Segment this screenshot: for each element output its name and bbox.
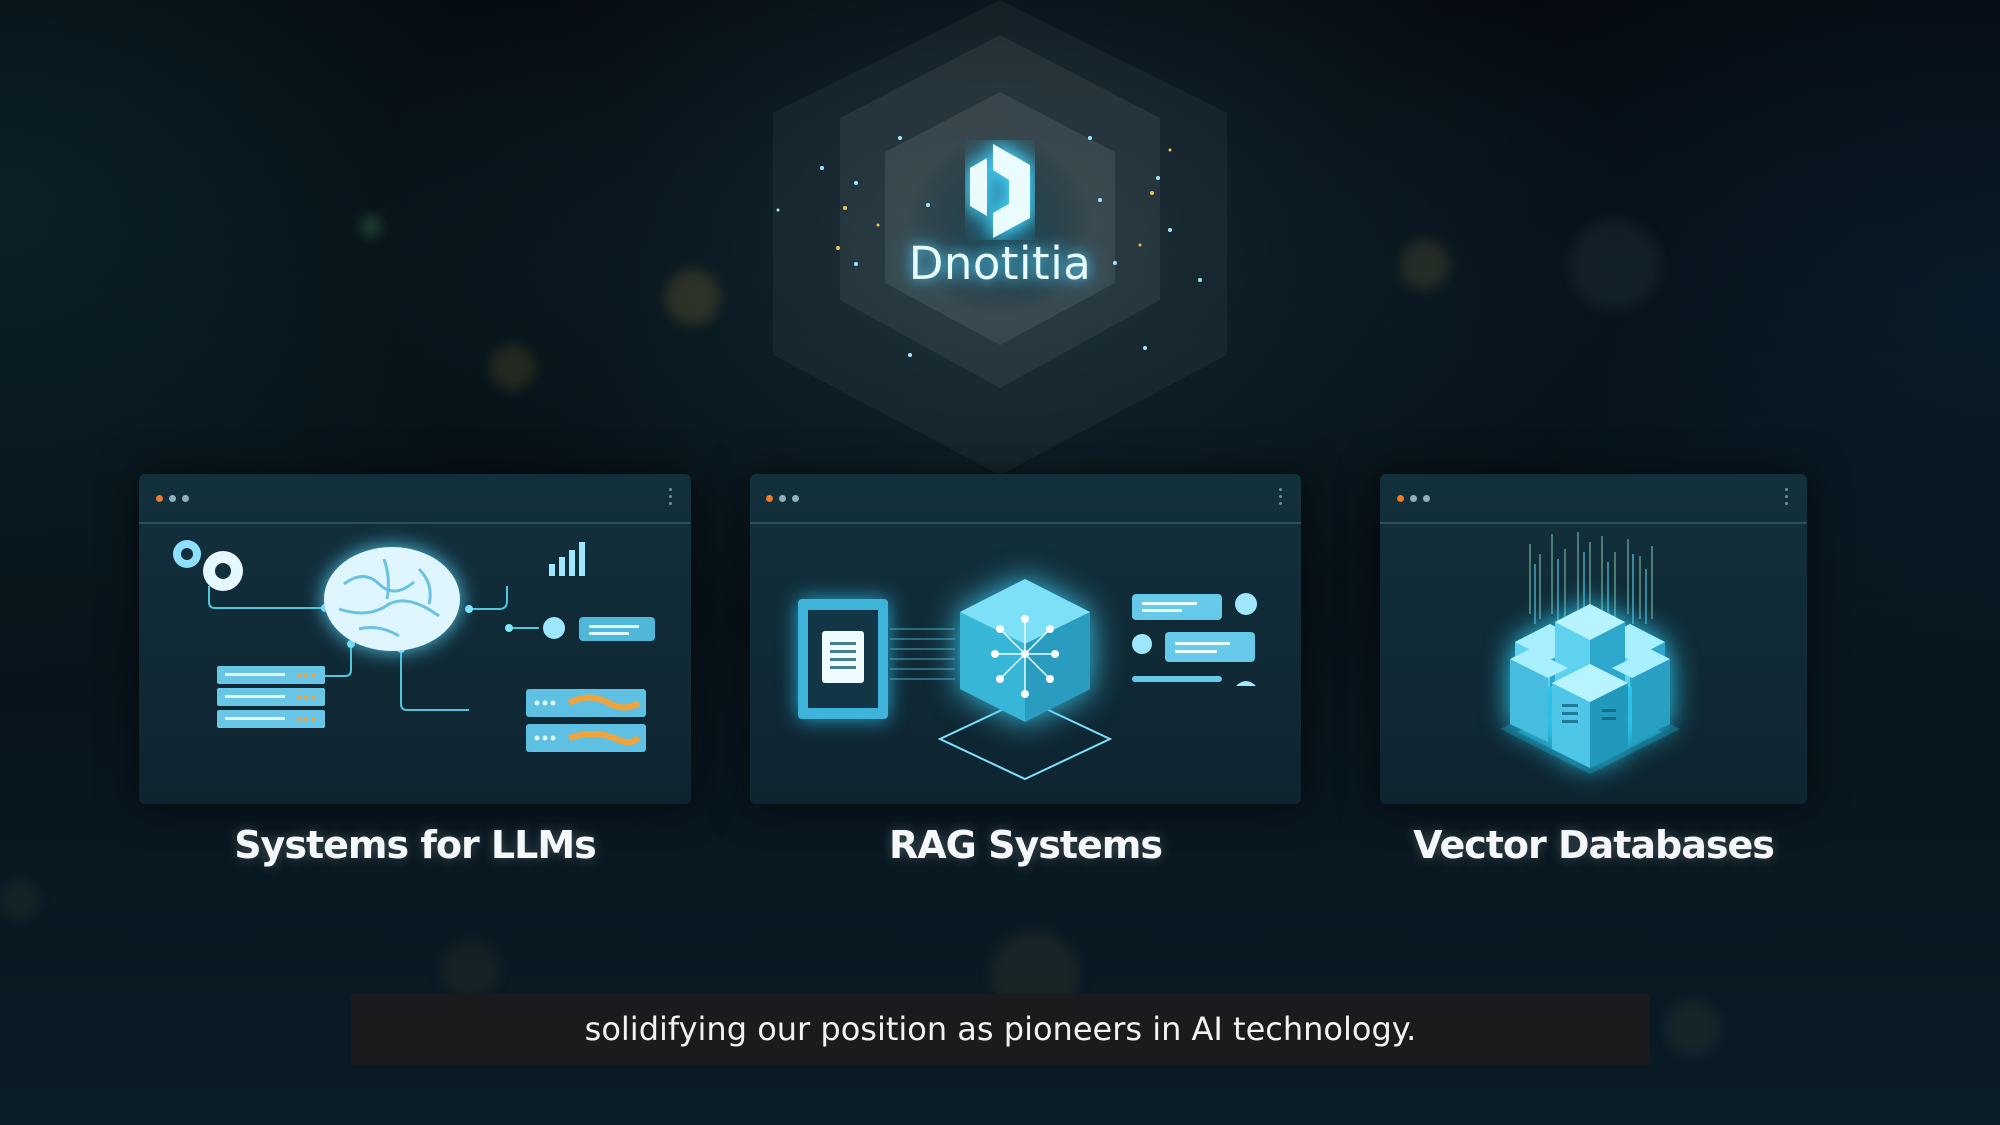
dnotitia-logo-icon [970,144,1030,238]
card-llm-systems [139,474,691,804]
bokeh-light [440,940,500,1000]
window-dot-icon [169,495,176,502]
window-titlebar [1380,474,1807,524]
bokeh-light [665,270,720,325]
bokeh-light [490,345,535,390]
window-dot-icon [1423,495,1430,502]
rag-document-cube-icon [798,579,1257,781]
window-dot-icon [1397,495,1404,502]
vector-database-servers-icon [1500,532,1680,774]
window-dot-icon [182,495,189,502]
card-title-llm-systems: Systems for LLMs [234,823,597,867]
llm-brain-network-icon [173,540,655,752]
window-titlebar [139,474,691,524]
window-dot-icon [779,495,786,502]
kebab-menu-icon [1785,488,1789,509]
card-title-vector-databases: Vector Databases [1413,823,1775,867]
window-dot-icon [766,495,773,502]
card-title-rag-systems: RAG Systems [889,823,1163,867]
kebab-menu-icon [669,488,673,509]
card-vector-databases [1380,474,1807,804]
bokeh-light [360,215,382,237]
card-rag-systems [750,474,1301,804]
bokeh-light [1400,240,1450,290]
bokeh-light [1570,220,1660,310]
window-titlebar [750,474,1301,524]
hexagon-rings [773,0,1227,475]
brand-name: Dnotitia [908,237,1092,290]
subtitle-caption: solidifying our position as pioneers in … [351,994,1650,1065]
window-dot-icon [156,495,163,502]
logo-hexagon: Dnotitia [760,0,1240,480]
kebab-menu-icon [1279,488,1283,509]
bokeh-light [1665,1000,1720,1055]
window-dot-icon [1410,495,1417,502]
bokeh-light [0,880,40,920]
window-dot-icon [792,495,799,502]
